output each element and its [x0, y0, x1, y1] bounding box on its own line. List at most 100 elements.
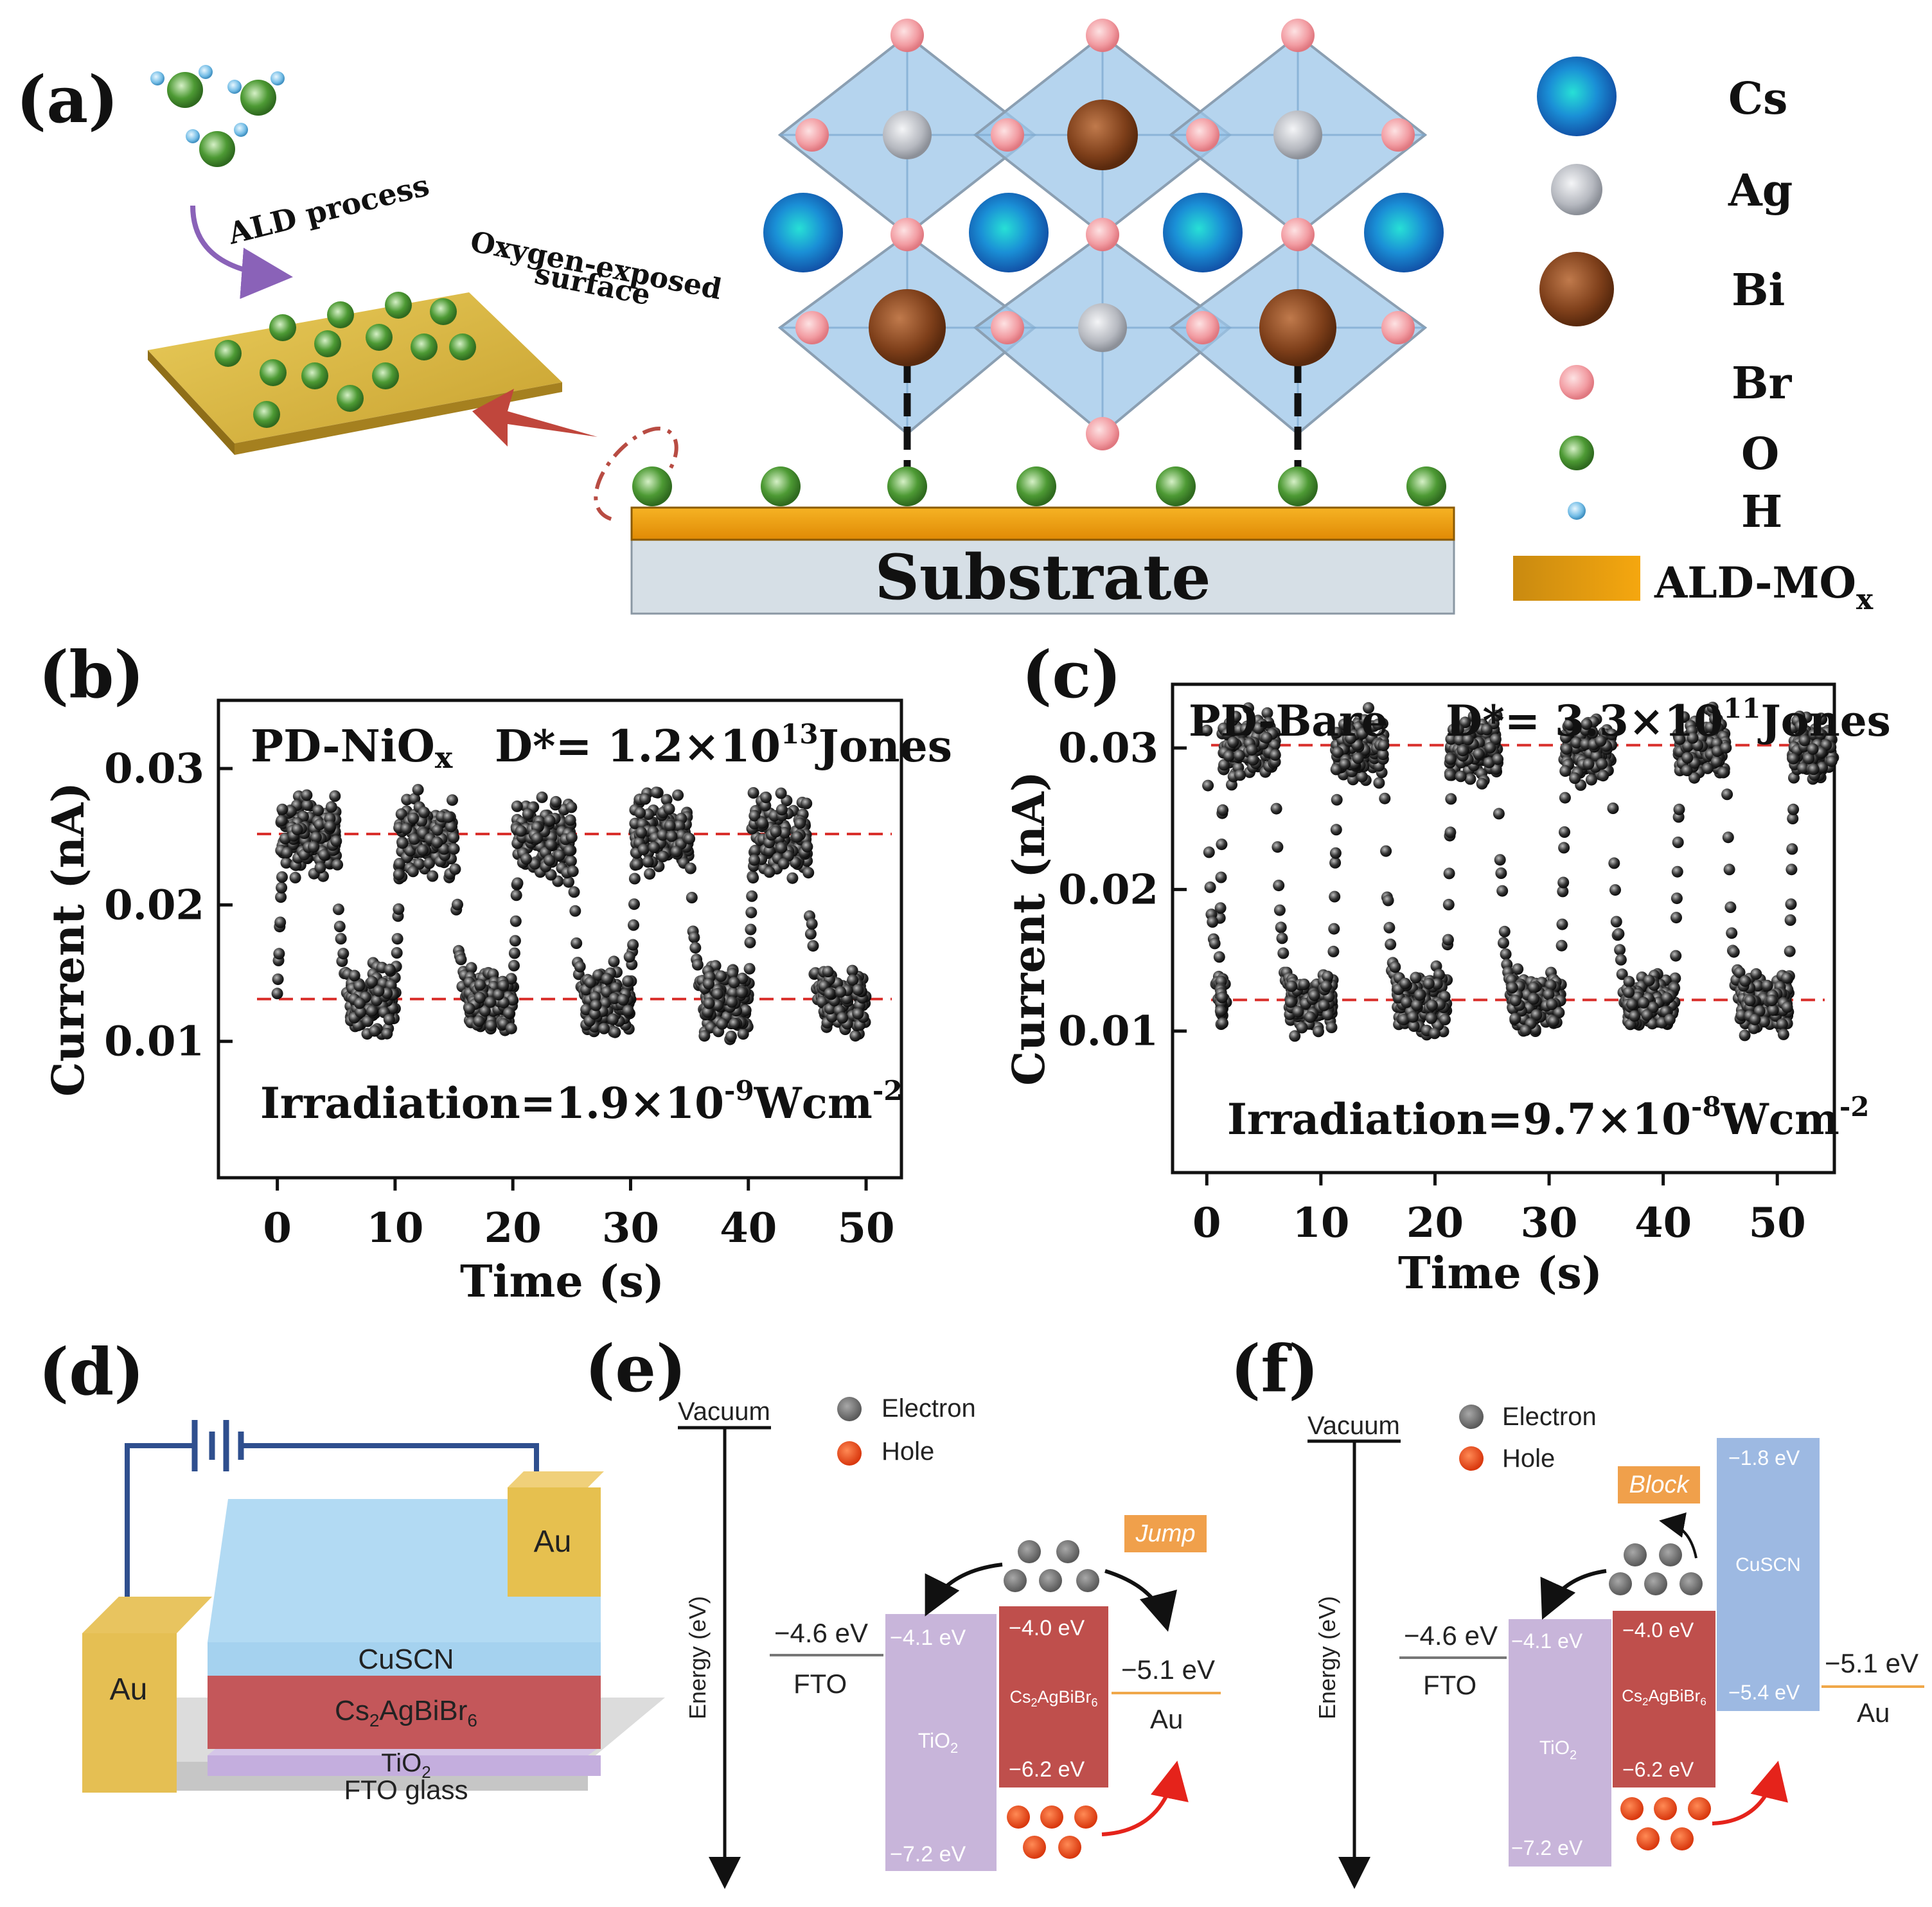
e-energy-label: Energy (eV) [684, 1596, 711, 1719]
data-point [703, 997, 715, 1009]
data-point [407, 865, 419, 878]
data-point [1339, 758, 1351, 770]
f-energy-label: Energy (eV) [1314, 1596, 1340, 1719]
data-point [1739, 975, 1751, 987]
data-point [1379, 792, 1391, 804]
data-point [1641, 1009, 1653, 1021]
data-point [1671, 912, 1682, 924]
data-point [1528, 982, 1540, 994]
data-point [592, 969, 605, 981]
data-point [280, 856, 292, 869]
data-point [276, 803, 288, 815]
data-point [1581, 718, 1593, 730]
data-point [1608, 857, 1620, 869]
data-point [1643, 975, 1655, 986]
data-point [1213, 951, 1225, 963]
chart-b-frame [217, 698, 903, 1180]
data-point [1557, 885, 1569, 898]
chart-b-irradiation-unit: Wcm [754, 1078, 873, 1128]
data-point [1687, 732, 1699, 744]
data-point [801, 840, 813, 853]
data-point [1681, 752, 1694, 764]
data-point [1261, 732, 1273, 744]
data-point [1216, 838, 1228, 851]
data-point [1230, 711, 1242, 723]
data-point [1444, 769, 1456, 781]
data-point [1509, 1013, 1521, 1025]
data-point [353, 980, 366, 992]
data-point [1372, 718, 1384, 731]
data-point [1445, 793, 1457, 805]
data-point [333, 921, 346, 932]
data-point [431, 837, 443, 848]
data-point [1252, 722, 1264, 734]
data-point [569, 905, 581, 917]
data-point [574, 961, 586, 973]
panel-label-a: (a) [16, 62, 118, 137]
data-point [1223, 750, 1235, 762]
data-point [1286, 980, 1298, 992]
data-point [1638, 997, 1650, 1009]
data-point [1629, 1010, 1640, 1022]
data-point [1709, 713, 1721, 725]
data-point [1563, 718, 1575, 731]
chart-b-device-subscript: x [435, 740, 453, 775]
data-point [1320, 980, 1333, 992]
f-abs-sub-1: 2 [1642, 1696, 1648, 1708]
fto-label: FTO glass [344, 1775, 468, 1805]
panel-label-e: (e) [585, 1331, 686, 1406]
data-point [1443, 867, 1455, 880]
chart-c-detectivity-unit: Jones [1757, 696, 1890, 746]
data-point [1407, 1011, 1419, 1023]
data-point [1735, 1009, 1748, 1021]
data-point [702, 1006, 714, 1018]
data-point [807, 940, 819, 952]
data-point [393, 903, 405, 915]
data-point [1626, 998, 1638, 1010]
chart-b-irradiation-unit-exponent: -2 [873, 1075, 903, 1106]
perovskite-structure [763, 19, 1444, 469]
data-point [1275, 921, 1287, 934]
data-point [383, 1013, 395, 1025]
data-point [1559, 765, 1572, 777]
data-point [1597, 770, 1609, 782]
data-point [1506, 982, 1518, 994]
y-tick-label: 0.02 [104, 881, 204, 929]
data-point [663, 803, 675, 815]
data-point [324, 820, 336, 832]
data-point [276, 871, 288, 883]
x-tick-label: 50 [1749, 1199, 1806, 1247]
au-right-electrode [508, 1487, 601, 1597]
data-point [1318, 999, 1330, 1011]
data-point [1498, 925, 1511, 937]
data-point [508, 959, 520, 971]
data-point [291, 823, 303, 835]
data-point [1356, 727, 1369, 740]
legend-ag-swatch [1551, 164, 1602, 215]
data-point [846, 964, 858, 977]
data-point [412, 784, 424, 796]
data-point [1807, 743, 1819, 755]
e-abs-text-1: Cs [1009, 1687, 1031, 1707]
data-point [332, 903, 344, 916]
data-point [510, 889, 522, 901]
chart-b-irradiation-exponent: -9 [724, 1075, 754, 1106]
x-tick-label: 10 [1292, 1199, 1349, 1247]
data-point [545, 838, 557, 851]
data-point [1329, 847, 1342, 859]
data-point [329, 790, 341, 802]
data-point [396, 837, 409, 849]
zoom-loop [594, 427, 678, 522]
f-cuscn-top: −1.8 eV [1728, 1446, 1800, 1469]
data-point [756, 817, 768, 829]
data-point [448, 843, 460, 855]
data-point [509, 935, 521, 947]
data-point [1623, 986, 1635, 998]
data-point [409, 793, 421, 805]
data-point [1613, 928, 1625, 940]
data-point [445, 820, 457, 833]
tio2-sub: 2 [421, 1762, 430, 1782]
data-point [1706, 702, 1719, 714]
data-point [760, 792, 772, 803]
data-point [1795, 720, 1807, 732]
